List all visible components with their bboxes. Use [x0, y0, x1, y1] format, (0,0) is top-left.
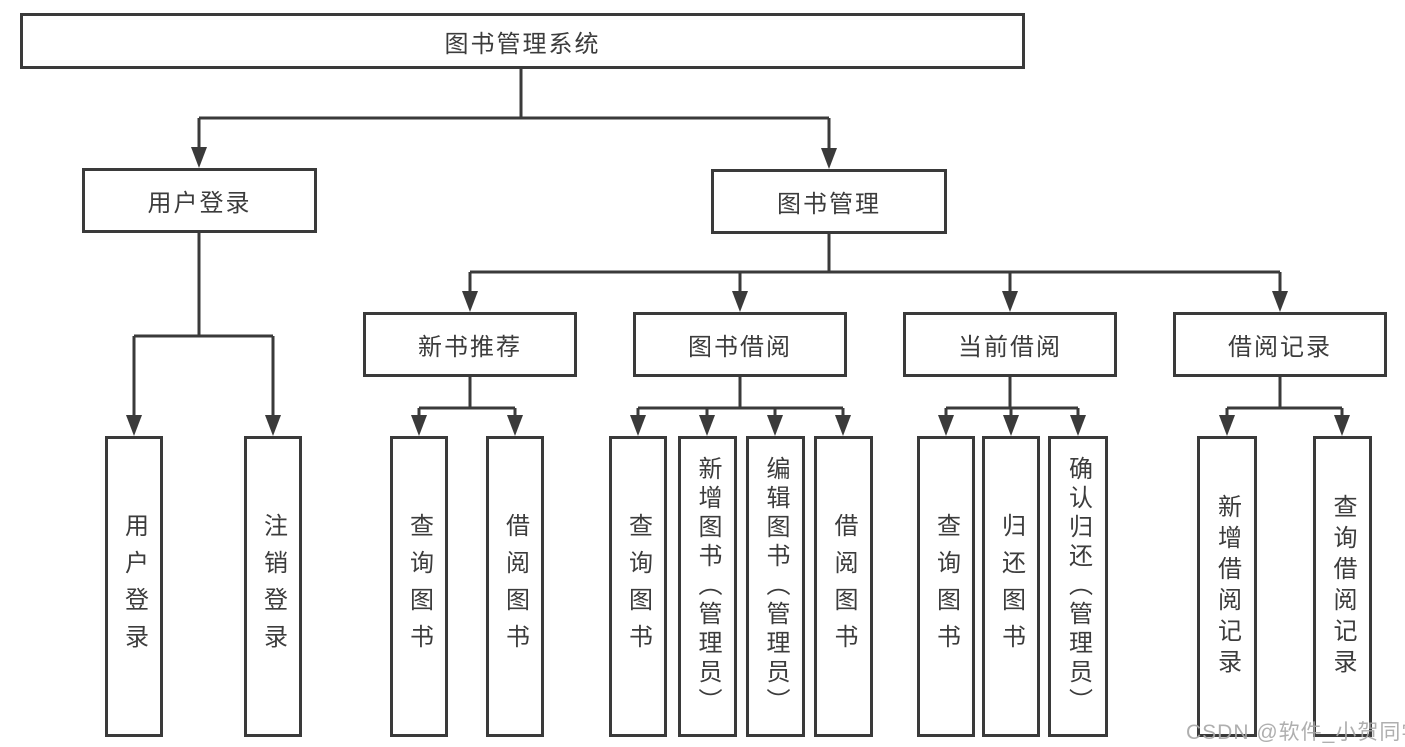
leaf-logout: 注销登录 [244, 436, 302, 737]
leaf-user-login: 用户登录 [105, 436, 163, 737]
connector-path [132, 69, 1344, 418]
leaf-add-borrow-record: 新增借阅记录 [1197, 436, 1257, 737]
leaf-add-books-admin: 新增图书（管理员） [678, 436, 737, 737]
leaf-query-books-3: 查询图书 [917, 436, 975, 737]
node-label: 借阅图书 [830, 512, 857, 661]
node-label: 注销登录 [259, 512, 287, 661]
node-label: 查询图书 [405, 512, 433, 661]
node-label: 用户登录 [147, 190, 252, 217]
node-label: 借阅图书 [501, 512, 529, 661]
node-label: 用户登录 [120, 512, 148, 661]
leaf-return-books: 归还图书 [982, 436, 1040, 737]
leaf-edit-books-admin: 编辑图书（管理员） [746, 436, 805, 737]
arrow-head [1334, 415, 1350, 436]
arrow-head [732, 291, 748, 312]
node-label: 新增借阅记录 [1213, 493, 1241, 680]
arrow-head [191, 147, 207, 168]
node-label: 归还图书 [997, 512, 1025, 661]
arrow-head [1219, 415, 1235, 436]
arrow-heads [126, 147, 1350, 436]
node-label: 新增图书（管理员） [694, 456, 721, 717]
node-label: 查询图书 [932, 512, 960, 661]
watermark: CSDN @软件_小贺同学 [1186, 721, 1405, 744]
arrow-head [821, 148, 837, 169]
arrow-head [1003, 415, 1019, 436]
arrow-head [507, 415, 523, 436]
leaf-query-borrow-record: 查询借阅记录 [1313, 436, 1372, 737]
node-library-management-system: 图书管理系统 [20, 13, 1025, 69]
arrow-head [1272, 291, 1288, 312]
node-label: 查询借阅记录 [1329, 493, 1356, 680]
node-label: 借阅记录 [1228, 334, 1332, 361]
leaf-confirm-return-admin: 确认归还（管理员） [1048, 436, 1108, 737]
arrow-head [938, 415, 954, 436]
node-label: 图书管理系统 [444, 30, 601, 58]
node-book-borrowing: 图书借阅 [633, 312, 847, 377]
arrow-head [699, 415, 715, 436]
arrow-head [835, 415, 851, 436]
node-label: 编辑图书（管理员） [762, 456, 789, 717]
leaf-query-books: 查询图书 [390, 436, 448, 737]
node-label: 当前借阅 [958, 334, 1062, 361]
node-label: 确认归还（管理员） [1064, 456, 1092, 717]
leaf-borrow-books-2: 借阅图书 [814, 436, 873, 737]
arrow-head [126, 415, 142, 436]
arrow-head [767, 415, 783, 436]
leaf-query-books-2: 查询图书 [609, 436, 667, 737]
arrow-head [630, 415, 646, 436]
node-label: 图书管理 [777, 191, 881, 218]
arrow-head [462, 291, 478, 312]
arrow-head [265, 415, 281, 436]
leaf-borrow-books: 借阅图书 [486, 436, 544, 737]
node-borrowing-records: 借阅记录 [1173, 312, 1387, 377]
arrow-head [1002, 291, 1018, 312]
node-book-management: 图书管理 [711, 169, 947, 234]
node-new-book-recommendation: 新书推荐 [363, 312, 577, 377]
node-label: 图书借阅 [688, 334, 792, 361]
arrow-head [1070, 415, 1086, 436]
node-user-login: 用户登录 [82, 168, 317, 233]
node-current-borrowing: 当前借阅 [903, 312, 1117, 377]
node-label: 查询图书 [624, 512, 652, 661]
arrow-head [411, 415, 427, 436]
node-label: 新书推荐 [418, 334, 522, 361]
